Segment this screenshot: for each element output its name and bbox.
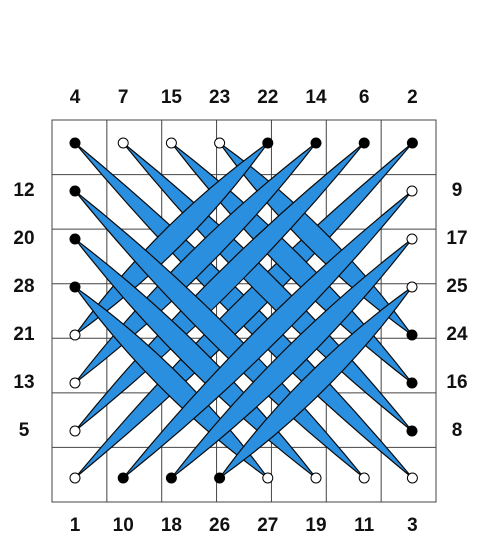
hole-filled [263, 138, 273, 148]
right-hole-number: 16 [446, 372, 467, 393]
bottom-hole-number: 1 [70, 515, 81, 536]
hole-open [70, 378, 80, 388]
left-hole-number: 20 [13, 228, 34, 249]
hole-filled [118, 473, 128, 483]
right-hole-number: 24 [446, 324, 468, 345]
bottom-hole-number: 3 [407, 515, 418, 536]
bottom-hole-number: 10 [113, 515, 134, 536]
left-hole-number: 21 [13, 324, 35, 345]
right-hole-number: 8 [452, 420, 463, 441]
top-hole-number: 14 [305, 87, 327, 108]
hole-filled [359, 138, 369, 148]
hole-filled [407, 378, 417, 388]
top-hole-number: 23 [209, 87, 230, 108]
left-hole-number: 5 [19, 420, 30, 441]
hole-filled [215, 473, 225, 483]
right-hole-number: 17 [446, 228, 467, 249]
hole-open [407, 234, 417, 244]
top-hole-number: 6 [359, 87, 370, 108]
right-hole-number: 25 [446, 276, 468, 297]
strands [75, 143, 412, 478]
top-hole-number: 15 [161, 87, 183, 108]
bottom-hole-number: 19 [305, 515, 326, 536]
left-hole-number: 28 [13, 276, 34, 297]
hole-open [407, 282, 417, 292]
hole-open [263, 473, 273, 483]
left-hole-number: 13 [13, 372, 34, 393]
hole-open [166, 138, 176, 148]
hole-open [311, 473, 321, 483]
bottom-hole-number: 11 [354, 515, 375, 536]
hole-open [407, 186, 417, 196]
hole-open [359, 473, 369, 483]
hole-open [118, 138, 128, 148]
hole-filled [311, 138, 321, 148]
hole-open [70, 473, 80, 483]
top-hole-number: 22 [257, 87, 278, 108]
bottom-hole-number: 26 [209, 515, 230, 536]
right-hole-number: 9 [452, 180, 463, 201]
hole-filled [407, 330, 417, 340]
top-hole-number: 7 [118, 87, 129, 108]
hole-filled [407, 138, 417, 148]
bottom-hole-number: 27 [257, 515, 278, 536]
bottom-hole-number: 18 [161, 515, 182, 536]
hole-filled [70, 234, 80, 244]
hole-filled [407, 426, 417, 436]
hole-open [70, 426, 80, 436]
hole-filled [70, 138, 80, 148]
hole-filled [70, 282, 80, 292]
top-hole-number: 2 [407, 87, 418, 108]
left-hole-number: 12 [13, 180, 34, 201]
hole-filled [166, 473, 176, 483]
hole-filled [70, 186, 80, 196]
hole-open [70, 330, 80, 340]
top-hole-number: 4 [70, 87, 81, 108]
hole-open [407, 473, 417, 483]
hole-open [215, 138, 225, 148]
